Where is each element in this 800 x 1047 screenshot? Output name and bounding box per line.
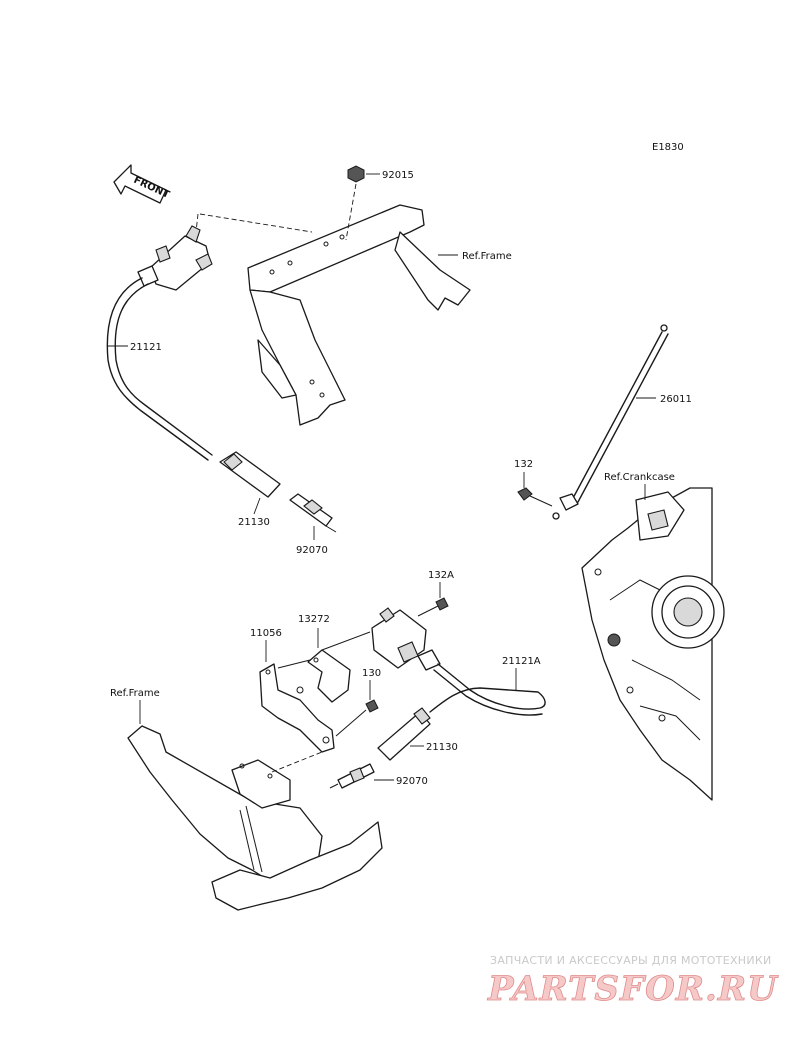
label-132A: 132A [428,570,454,581]
bolt-130: 130 [335,668,381,737]
lower-frame-bracket: Ref.Frame [110,688,383,911]
ignition-coil-upper [137,213,313,291]
label-92015: 92015 [382,170,414,181]
bolt-132A: 132A [417,570,454,617]
upper-frame-bracket [247,204,471,426]
ignition-coil-lower [371,607,441,671]
watermark-brand: PARTSFOR.RU [487,969,779,1009]
label-26011: 26011 [660,394,692,405]
label-ref-frame-bottom: Ref.Frame [110,688,160,699]
ht-cable-21121A: 21121A [429,656,546,716]
bolt-132: 132 [514,459,553,507]
label-21130-lower: 21130 [426,742,458,753]
spark-plug-92070-lower: 92070 [329,763,428,789]
ground-lead-26011: 26011 [552,324,692,520]
label-13272: 13272 [298,614,330,625]
diagram-code: E1830 [652,142,684,153]
plug-cap-21130-upper: 21130 [219,451,281,528]
label-ref-crankcase: Ref.Crankcase [604,472,675,483]
ht-cable-21121: 21121 [106,277,213,461]
front-arrow-icon: FRONT [113,164,171,204]
label-11056: 11056 [250,628,282,639]
crankcase: Ref.Crankcase [581,472,725,801]
label-132: 132 [514,459,533,470]
label-130: 130 [362,668,381,679]
nut-92015: 92015 [345,165,414,241]
label-92070-lower: 92070 [396,776,428,787]
watermark: ЗАПЧАСТИ И АКСЕССУАРЫ ДЛЯ МОТОТЕХНИКИ PA… [487,954,779,1009]
watermark-tagline: ЗАПЧАСТИ И АКСЕССУАРЫ ДЛЯ МОТОТЕХНИКИ [490,954,772,967]
plug-cap-21130-lower: 21130 [377,707,458,761]
label-21121: 21121 [130,342,162,353]
label-21130-upper: 21130 [238,517,270,528]
label-21121A: 21121A [502,656,541,667]
label-ref-frame-top: Ref.Frame [462,251,512,262]
spark-plug-92070-upper: 92070 [289,493,337,556]
bracket-11056: 11056 [250,628,335,753]
label-92070-upper: 92070 [296,545,328,556]
bracket-13272: 13272 [298,614,371,703]
